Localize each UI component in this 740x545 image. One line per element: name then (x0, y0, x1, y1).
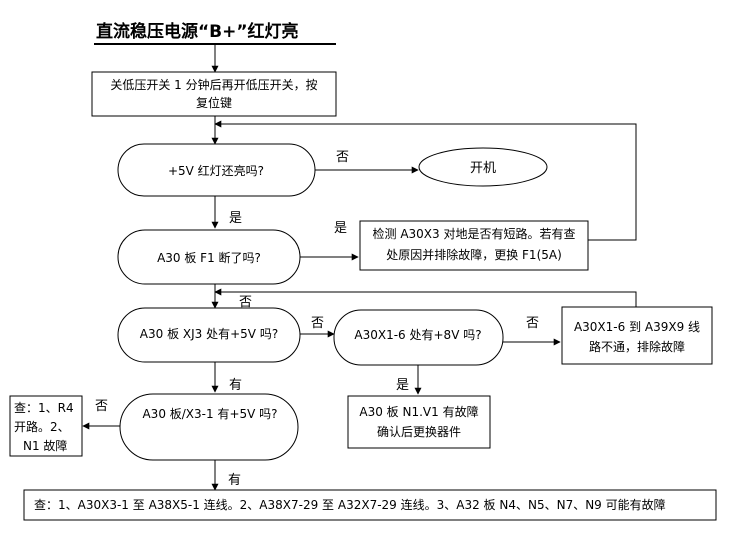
edge-labels: 否 是 是 否 否 否 有 是 否 有 (95, 150, 539, 488)
edge-label-no-start: 否 (336, 150, 349, 165)
decision-xj3-label: A30 板 XJ3 处有+5V 吗? (140, 327, 278, 341)
edge-label-no-wire: 否 (526, 316, 539, 331)
decision-red-light: +5V 红灯还亮吗? (117, 143, 316, 197)
step-restart-line1: 关低压开关 1 分钟后再开低压开关，按 (110, 77, 317, 92)
edge-short-loop-back (214, 120, 637, 241)
edge-label-yes-short: 是 (334, 221, 347, 236)
decision-xj3: A30 板 XJ3 处有+5V 吗? (117, 307, 301, 363)
decision-red-light-label: +5V 红灯还亮吗? (168, 163, 264, 178)
step-short-line2: 处原因并排除故障，更换 F1(5A) (386, 247, 562, 262)
decision-f1: A30 板 F1 断了吗? (117, 229, 301, 285)
terminal-start-label: 开机 (470, 161, 496, 176)
connectors (82, 44, 637, 491)
edge-label-yes-f1: 是 (229, 211, 242, 226)
decision-x1-6-label: A30X1-6 处有+8V 吗? (354, 328, 481, 342)
step-short-check: 检测 A30X3 对地是否有短路。若有查 处原因并排除故障，更换 F1(5A) (359, 220, 589, 271)
step-wire-line1: A30X1-6 到 A39X9 线 (574, 320, 700, 334)
step-n1v1-line1: A30 板 N1.V1 有故障 (359, 404, 478, 419)
step-final: 查：1、A30X3-1 至 A38X5-1 连线。2、A38X7-29 至 A3… (23, 489, 717, 521)
edge-wire-loop-back (214, 288, 637, 307)
edge-label-no-xj3: 否 (239, 295, 252, 310)
page-title: 直流稳压电源“B+”红灯亮 (96, 21, 299, 42)
step-restart: 关低压开关 1 分钟后再开低压开关，按 复位键 (91, 71, 337, 117)
step-wire-line2: 路不通，排除故障 (589, 339, 685, 354)
edge-label-yes-n1v1: 是 (396, 378, 409, 393)
step-n1v1-line2: 确认后更换器件 (377, 425, 461, 439)
decision-x1-6: A30X1-6 处有+8V 吗? (333, 309, 504, 366)
edge-label-yes-final: 有 (228, 473, 241, 488)
step-n1v1: A30 板 N1.V1 有故障 确认后更换器件 (347, 395, 491, 449)
step-wire: A30X1-6 到 A39X9 线 路不通，排除故障 (561, 306, 713, 365)
step-r4-line3: N1 故障 (23, 438, 67, 453)
terminal-start: 开机 (418, 147, 548, 187)
step-r4-line1: 查：1、R4 (14, 401, 74, 415)
step-r4: 查：1、R4 开路。2、 N1 故障 (9, 395, 83, 457)
decision-x3-1: A30 板/X3-1 有+5V 吗? (119, 393, 299, 461)
step-final-label: 查：1、A30X3-1 至 A38X5-1 连线。2、A38X7-29 至 A3… (34, 497, 666, 512)
edge-label-yes-x3-1: 有 (229, 378, 242, 393)
step-restart-line2: 复位键 (196, 95, 232, 110)
step-r4-line2: 开路。2、 (14, 419, 70, 434)
edge-label-no-r4: 否 (95, 399, 108, 414)
decision-f1-label: A30 板 F1 断了吗? (157, 250, 261, 265)
decision-x3-1-label: A30 板/X3-1 有+5V 吗? (142, 407, 277, 421)
step-short-line1: 检测 A30X3 对地是否有短路。若有查 (373, 226, 576, 241)
edge-label-no-x1-6: 否 (311, 316, 324, 331)
